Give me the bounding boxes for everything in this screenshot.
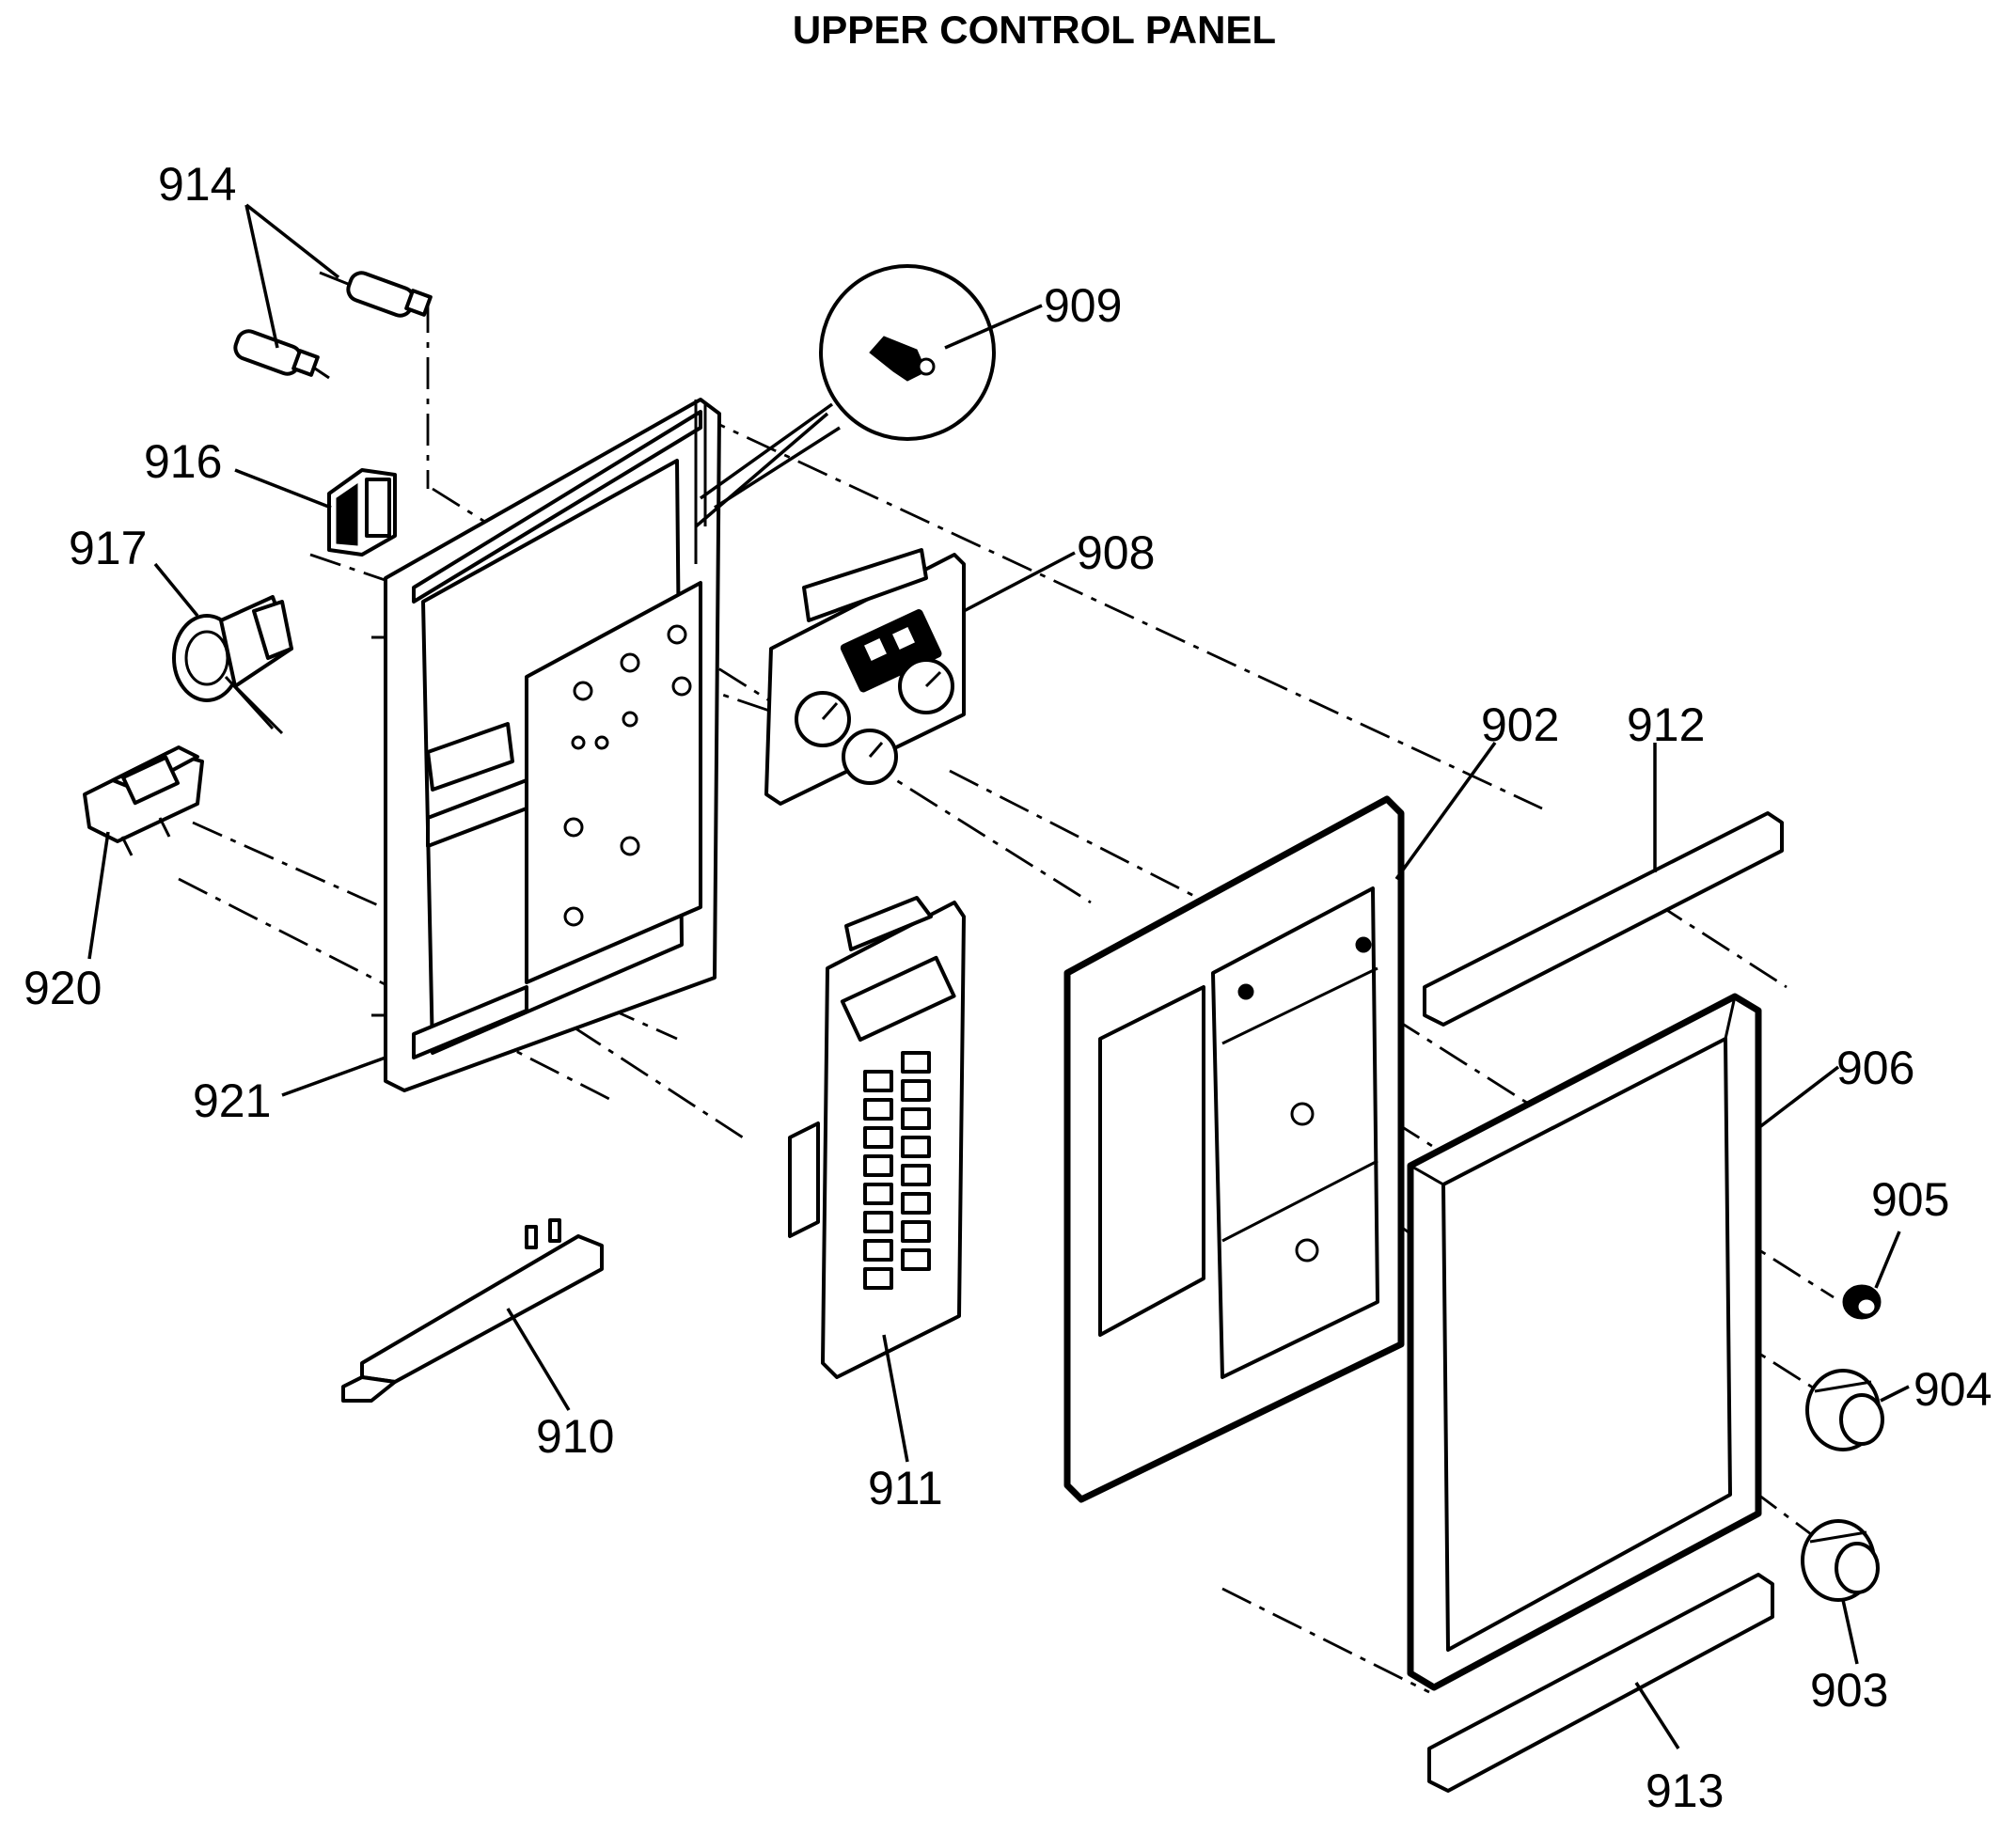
callout-908: 908 xyxy=(1077,526,1155,579)
keypad-board-911 xyxy=(788,896,966,1379)
trim-strip-913 xyxy=(1427,1573,1774,1793)
trim-strip-912 xyxy=(1423,811,1784,1027)
leader-lines xyxy=(87,203,1910,1749)
bulb-assembly-914 xyxy=(233,271,433,380)
callout-917: 917 xyxy=(69,522,147,574)
callout-912: 912 xyxy=(1627,698,1705,751)
frame-906 xyxy=(1407,993,1762,1691)
callout-905: 905 xyxy=(1871,1173,1949,1226)
thermostat-917 xyxy=(172,595,293,735)
callout-906: 906 xyxy=(1836,1042,1914,1094)
switch-920 xyxy=(83,745,204,856)
clip-detail-909 xyxy=(694,264,996,528)
diagram-title: UPPER CONTROL PANEL xyxy=(793,8,1276,52)
callout-labels: 914 916 917 920 921 909 908 902 912 906 … xyxy=(24,158,1992,1817)
callout-914: 914 xyxy=(158,158,236,211)
callout-921: 921 xyxy=(193,1074,271,1127)
knob-905 xyxy=(1842,1284,1882,1320)
faceplate-902 xyxy=(1063,795,1405,1503)
bracket-910 xyxy=(341,1218,604,1403)
callout-910: 910 xyxy=(536,1410,614,1463)
callout-903: 903 xyxy=(1810,1664,1888,1717)
callout-920: 920 xyxy=(24,962,102,1014)
timer-module-908 xyxy=(764,548,966,806)
knob-903 xyxy=(1801,1519,1880,1602)
callout-916: 916 xyxy=(144,435,222,488)
callout-911: 911 xyxy=(868,1462,943,1514)
callout-909: 909 xyxy=(1044,279,1122,332)
callout-913: 913 xyxy=(1646,1764,1724,1817)
switch-916 xyxy=(327,468,397,557)
callout-904: 904 xyxy=(1914,1363,1992,1416)
knob-904 xyxy=(1805,1369,1884,1451)
callout-902: 902 xyxy=(1481,698,1559,751)
panel-frame-921 xyxy=(371,398,721,1092)
keypad-keys xyxy=(863,1051,931,1290)
